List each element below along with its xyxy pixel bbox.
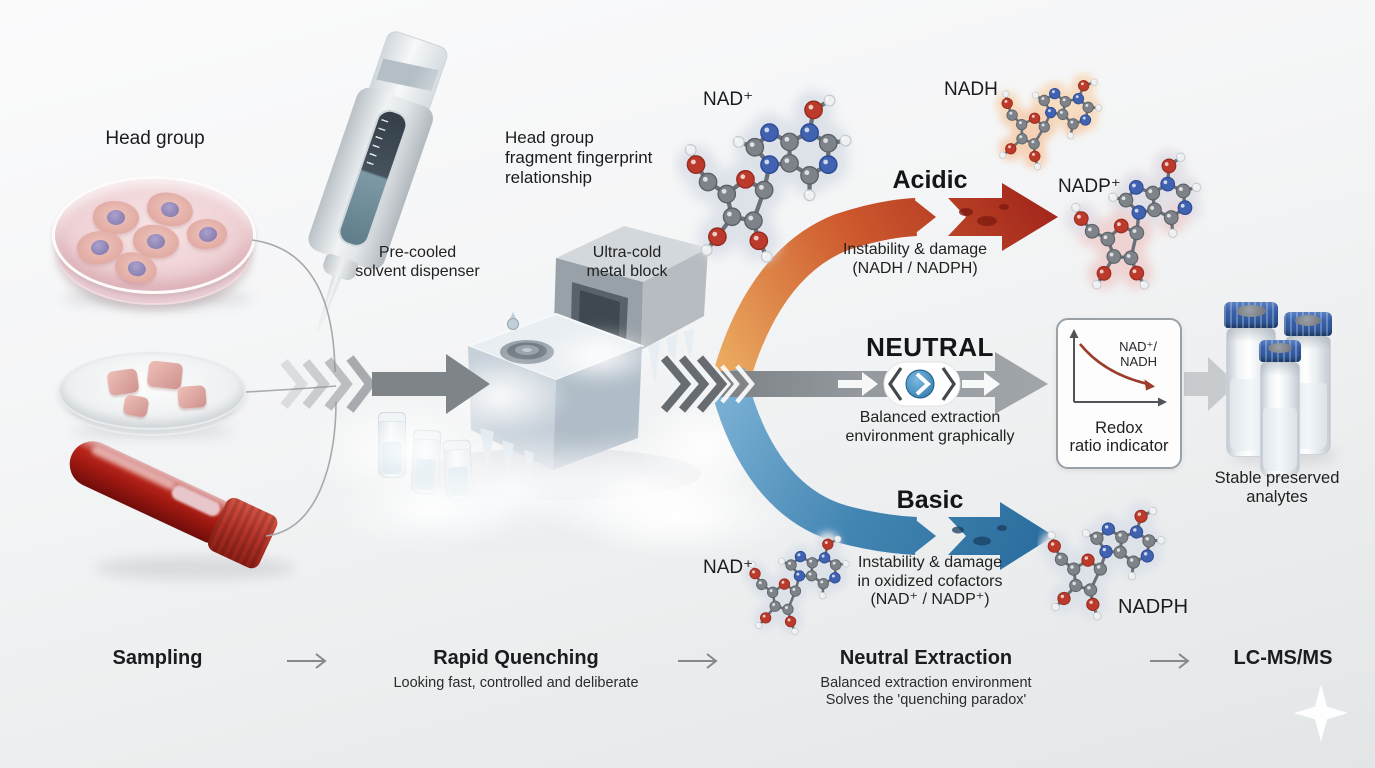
head-group-label: Head group [105, 128, 205, 149]
molecule-nad-plus-bottom [736, 507, 862, 661]
redox-caption-line2: ratio indicator [1069, 437, 1169, 455]
step-neutral-extraction-subtitle1: Balanced extraction environment [820, 675, 1032, 691]
dispenser-label: Pre-cooled solvent dispenser [355, 244, 480, 280]
step-lc-ms-ms: LC-MS/MS [1233, 647, 1333, 669]
pipette-tip [312, 274, 344, 333]
fragment-fingerprint-note: Head group fragment fingerprint relation… [505, 128, 653, 187]
nadh-label: NADH [944, 79, 998, 100]
basic-caption: Instability & damage in oxidized cofacto… [857, 554, 1003, 608]
declining-ratio-curve [1078, 343, 1149, 386]
dish-rim [52, 176, 256, 294]
nad-plus-bottom-label: NAD⁺ [703, 557, 754, 578]
nad-plus-top-label: NAD⁺ [703, 89, 754, 110]
step-rapid-quenching-subtitle: Looking fast, controlled and deliberate [393, 675, 639, 691]
solvent-dispenser-pipette [304, 28, 525, 348]
redox-caption-line1: Redox [1095, 419, 1143, 437]
neutral-title: NEUTRAL [866, 332, 994, 362]
neutral-droplet-badge [883, 361, 961, 407]
acidic-title: Acidic [892, 166, 968, 194]
tissue-piece [177, 385, 207, 409]
molecule-nadph [1027, 469, 1182, 652]
fog-mist [330, 470, 530, 550]
tissue-sample-plate [58, 352, 246, 437]
stable-analytes-caption: Stable preserved analytes [1214, 469, 1340, 506]
step-rapid-quenching: Rapid Quenching [433, 647, 599, 669]
cell [144, 189, 196, 230]
basic-title: Basic [896, 486, 964, 514]
step-neutral-extraction-subtitle2: Solves the 'quenching paradox' [825, 692, 1027, 708]
nadp-plus-label: NADP⁺ [1058, 176, 1121, 197]
droplet-icon [905, 369, 935, 399]
molecule-nadp-plus [1046, 135, 1234, 310]
plate-rim [58, 352, 246, 430]
analyte-vial-front [1259, 340, 1301, 477]
molecule-nadh [976, 37, 1122, 203]
blood-sample-tube [62, 433, 281, 572]
cell [93, 201, 139, 234]
ratio-label-line1: NAD⁺/ [1119, 339, 1157, 354]
redox-ratio-indicator-panel: NAD⁺/ NADH Redox ratio indicator [1056, 318, 1182, 469]
ratio-label-line2: NADH [1120, 354, 1157, 369]
step-sampling: Sampling [112, 647, 203, 669]
pipette-volume-window [334, 105, 412, 251]
step-neutral-extraction: Neutral Extraction [839, 647, 1013, 669]
tissue-piece [122, 394, 150, 418]
tissue-piece [146, 360, 184, 390]
tube-shadow [95, 556, 295, 580]
blood-tube-body [62, 433, 231, 545]
fog-mist [540, 326, 660, 386]
sparkle-icon [1294, 684, 1348, 742]
metal-block-label: Ultra-cold metal block [586, 244, 668, 280]
nadph-label: NADPH [1118, 596, 1189, 618]
cell [185, 216, 229, 252]
neutral-caption: Balanced extraction environment graphica… [845, 409, 1015, 445]
acidic-caption: Instability & damage (NADH / NADPH) [842, 241, 988, 277]
tissue-piece [106, 368, 140, 396]
cell-culture-dish [52, 176, 256, 305]
redox-ratio-chart: NAD⁺/ NADH [1069, 329, 1167, 407]
